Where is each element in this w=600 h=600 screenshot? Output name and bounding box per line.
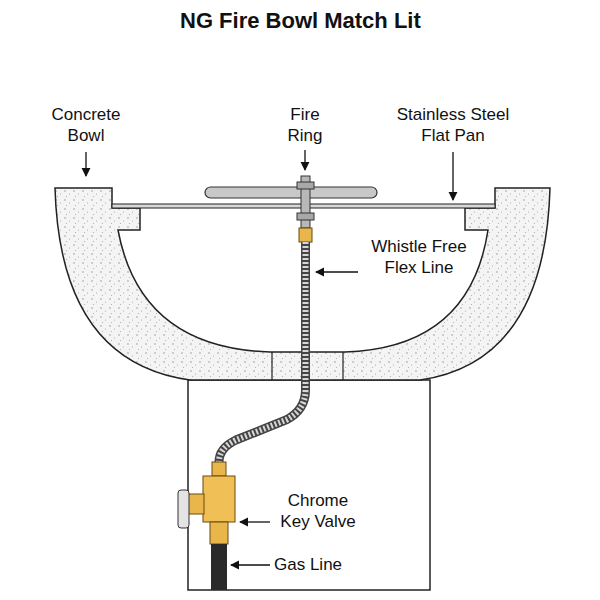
brass-fitting [299,228,312,242]
base-box [188,380,430,590]
valve-arm [188,494,204,514]
part-label: Stainless Steel Flat Pan [387,104,519,146]
flex-line [219,242,306,462]
leader-arrow [304,150,305,170]
part-label: Chrome Key Valve [275,490,361,532]
bowl-plug-edge [342,352,343,380]
flex-line-ribs [219,242,306,462]
leader-arrow [240,521,270,522]
part-label: Gas Line [274,554,342,575]
gas-line [211,544,227,590]
leader-arrow [316,271,358,272]
ring-nut [297,213,314,220]
part-label: Concrete Bowl [44,104,128,146]
leader-arrow [85,152,86,176]
valve-nut [210,522,228,544]
ring-nut [297,182,314,189]
leader-arrow [452,152,453,200]
leader-arrow [231,564,270,565]
valve-body [203,476,235,522]
fire-ring [205,187,377,198]
valve-nut [212,462,226,476]
part-label: Whistle Free Flex Line [363,236,475,278]
part-label: Fire Ring [279,104,331,146]
key-plate [178,490,189,528]
bowl-plug-edge [271,352,272,380]
diagram-title: NG Fire Bowl Match Lit [180,8,421,34]
